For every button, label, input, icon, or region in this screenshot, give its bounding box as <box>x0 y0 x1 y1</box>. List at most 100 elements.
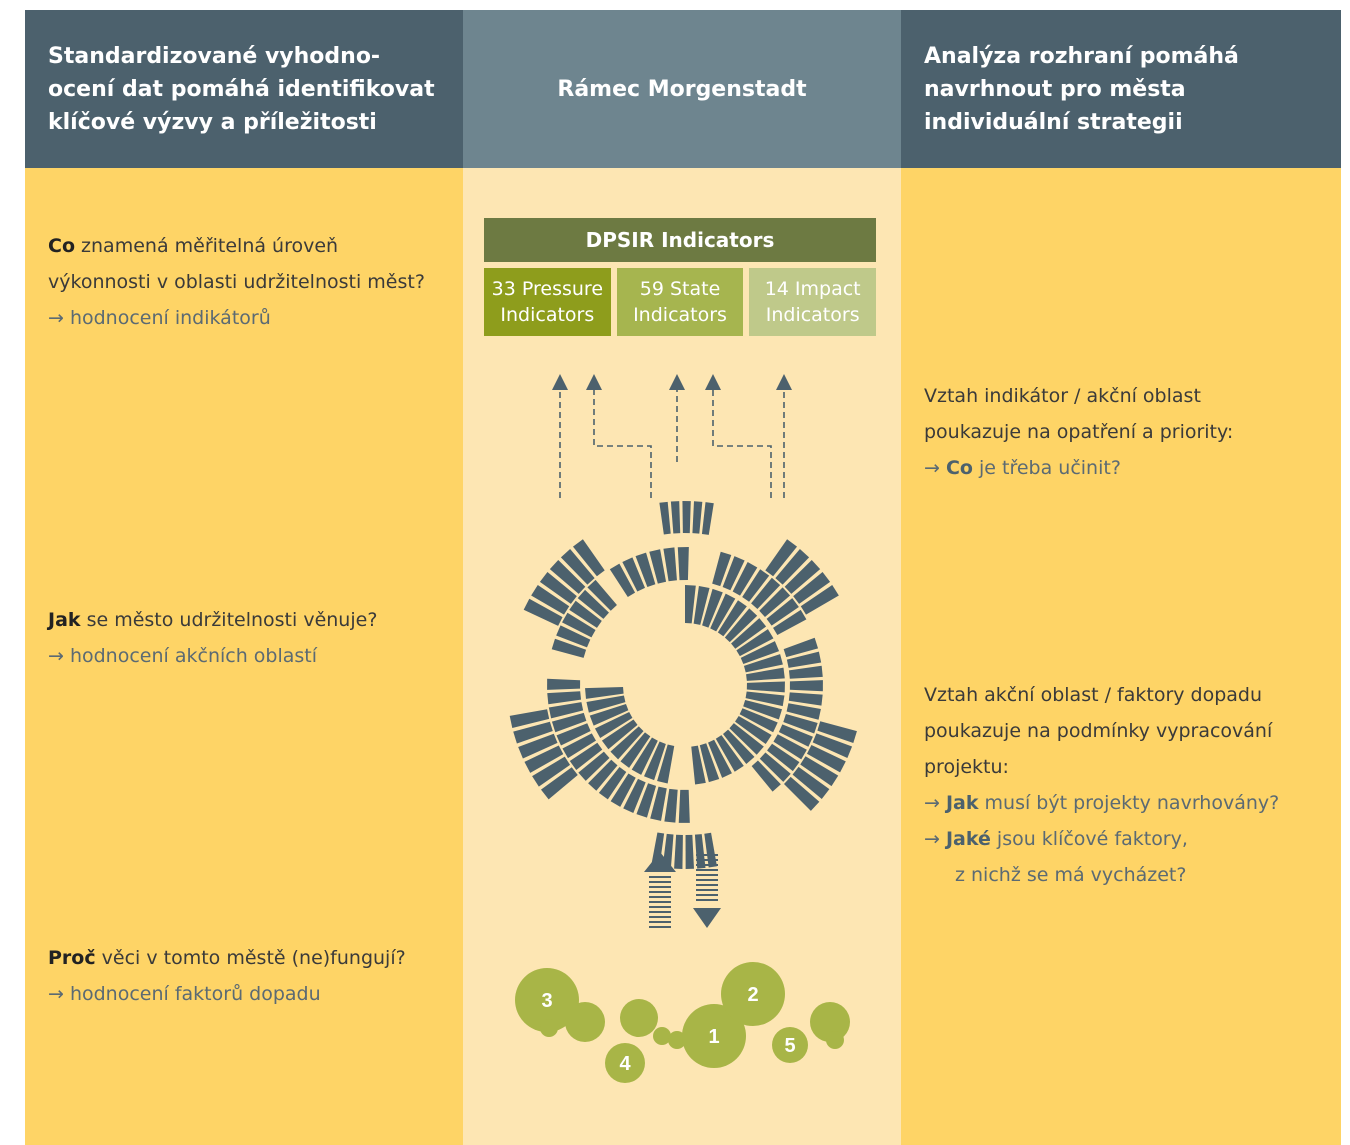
down-shaft-stripe <box>696 869 718 871</box>
down-shaft-stripe <box>696 889 718 891</box>
middle-tile-upper-right-0 <box>712 551 732 587</box>
bubble-mid-3 <box>668 1031 686 1049</box>
middle-tile-upper-right-6 <box>766 598 799 626</box>
bubble-5-tiny <box>826 1031 844 1049</box>
middle-tile-bottom-11 <box>556 723 591 746</box>
outer-tile-top-4 <box>701 502 714 535</box>
middle-tile-right-5 <box>786 703 821 720</box>
middle-tile-bottom-3 <box>636 783 657 818</box>
middle-tile-right-6 <box>783 713 818 734</box>
outer-tile-upper-right-1 <box>775 549 810 585</box>
middle-tile-right-9 <box>767 743 800 772</box>
up-shaft-stripe <box>649 926 671 928</box>
pressure-indicators: 33 Pressure Indicators <box>484 268 611 336</box>
how-question: Jak se město udržitelnosti věnuje? → hod… <box>48 602 377 674</box>
inner-tile-right-12 <box>699 743 720 783</box>
inner-tile-right-10 <box>715 735 744 772</box>
middle-tile-upper-left-2 <box>635 552 656 587</box>
what-to-do-link: → Co je třeba učinit? <box>924 450 1233 486</box>
middle-tile-left-3 <box>569 600 602 628</box>
state-indicators: 59 State Indicators <box>616 268 744 336</box>
morgenstadt-diagram: 3 2 1 4 5 <box>509 374 857 1083</box>
bubble-4 <box>605 1043 645 1083</box>
action-factor-relation: Vztah akční oblast / faktory dopadu pouk… <box>924 677 1279 893</box>
inner-tile-top-6 <box>731 618 767 649</box>
outer-tile-top-2 <box>682 501 691 534</box>
outer-tile-bottom-1 <box>694 834 706 869</box>
outer-tile-lower-right-4 <box>792 766 830 799</box>
outer-tile-lower-left-1 <box>532 756 571 787</box>
outer-tile-lower-left-4 <box>513 721 553 744</box>
inner-tile-bottom-6 <box>594 711 633 738</box>
middle-tile-left-1 <box>556 625 591 648</box>
outer-tile-top-0 <box>659 501 671 535</box>
right-column: Analýza rozhraní pomáhá navrhnout pro mě… <box>901 10 1341 1145</box>
bubble-2 <box>721 962 785 1026</box>
outer-tile-lower-right-5 <box>783 776 820 811</box>
indicator-evaluation-link: → hodnocení indikátorů <box>48 307 271 329</box>
bubble-3-tiny <box>540 1019 558 1037</box>
down-arrow-head <box>693 908 721 928</box>
up-shaft-stripe <box>649 891 671 893</box>
middle-tile-right-3 <box>789 680 823 692</box>
dashed-arrows <box>552 374 792 498</box>
middle-tile-right-11 <box>751 760 781 792</box>
middle-tile-upper-right-5 <box>759 587 791 617</box>
up-shaft-stripe <box>649 906 671 908</box>
up-arrow-head <box>644 852 676 872</box>
inner-tile-top-7 <box>736 629 774 657</box>
inner-tile-top-0 <box>685 585 696 624</box>
relation2-line2: poukazuje na podmínky vypracování <box>924 720 1273 742</box>
up-shaft-stripe <box>649 876 671 878</box>
up-shaft-stripe <box>649 911 671 913</box>
middle-tile-upper-right-4 <box>751 577 781 609</box>
right-header: Analýza rozhraní pomáhá navrhnout pro mě… <box>901 10 1341 168</box>
outer-tile-bottom-2 <box>685 834 694 869</box>
inner-tile-top-1 <box>693 585 710 625</box>
outer-tile-upper-right-4 <box>800 584 839 615</box>
down-shaft-stripe <box>696 854 718 856</box>
middle-tile-left-0 <box>551 638 587 658</box>
left-column: Standardizované vyhodno- ocení dat pomáh… <box>25 10 463 1145</box>
bubble-3 <box>515 968 579 1032</box>
outer-tile-lower-right-2 <box>806 745 846 773</box>
up-shaft-stripe <box>649 896 671 898</box>
key-factors-text: jsou klíčové faktory, <box>990 828 1188 850</box>
relation1-line1: Vztah indikátor / akční oblast <box>924 385 1201 407</box>
down-shaft-stripe <box>696 874 718 876</box>
how-projects-link: → Jak musí být projekty navrhovány? <box>924 785 1279 821</box>
action-areas-wheel <box>509 501 857 869</box>
middle-column: Rámec Morgenstadt DPSIR Indicators 33 Pr… <box>463 10 901 1145</box>
inner-tile-right-1 <box>743 654 783 673</box>
why-text: věci v tomto městě (ne)fungují? <box>95 947 406 969</box>
middle-tile-upper-left-4 <box>663 547 677 582</box>
outer-tile-upper-left-2 <box>539 572 577 604</box>
outer-tile-lower-left-5 <box>509 709 550 729</box>
inner-tile-top-2 <box>702 588 723 628</box>
middle-tile-upper-left-1 <box>622 557 645 592</box>
factor-label-3: 3 <box>541 990 552 1012</box>
middle-tile-right-1 <box>786 651 822 668</box>
inner-tile-bottom-3 <box>620 732 651 768</box>
down-shaft-stripe <box>696 864 718 866</box>
up-shaft-stripe <box>649 921 671 923</box>
inner-tile-right-8 <box>729 723 764 755</box>
outer-tile-upper-left-0 <box>523 598 563 626</box>
middle-tile-bottom-12 <box>551 712 587 733</box>
outer-tile-lower-right-1 <box>812 733 853 758</box>
middle-tile-upper-right-3 <box>742 569 770 602</box>
outer-tile-lower-left-3 <box>518 733 558 759</box>
inner-tile-bottom-0 <box>657 744 675 784</box>
inner-tile-right-11 <box>708 739 732 778</box>
middle-tile-right-10 <box>759 752 791 782</box>
exchange-arrows <box>644 852 721 928</box>
middle-tile-bottom-9 <box>569 742 603 770</box>
how-bold: Jak <box>48 609 81 631</box>
middle-tile-upper-left-5 <box>677 547 689 581</box>
middle-tile-upper-right-7 <box>773 609 807 636</box>
inner-tile-right-6 <box>739 708 778 733</box>
inner-tile-bottom-5 <box>601 719 638 750</box>
down-shaft-stripe <box>696 884 718 886</box>
inner-tile-right-0 <box>740 641 780 664</box>
how-bold-right: Jak <box>945 792 979 814</box>
